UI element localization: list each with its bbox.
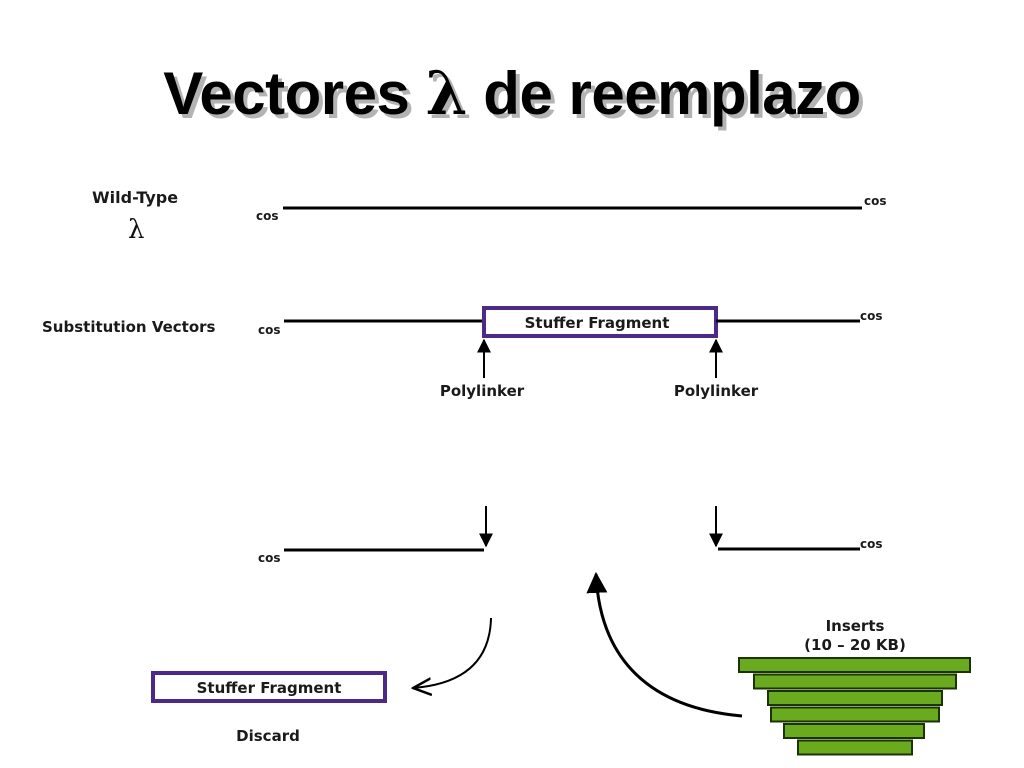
cut-cos-right: cos <box>860 537 883 551</box>
inserts-stack: Inserts (10 – 20 KB) <box>738 617 971 756</box>
insert-fragment-3 <box>767 690 943 706</box>
substitution-row: Substitution Vectors cos Stuffer Fragmen… <box>42 306 883 400</box>
cut-cos-left: cos <box>258 551 281 565</box>
insert-fragment-1 <box>738 657 971 673</box>
discard-curved-arrow <box>413 617 492 688</box>
inserts-label: Inserts <box>826 617 885 635</box>
substitution-cos-right: cos <box>860 309 883 323</box>
discard-stuffer-label: Stuffer Fragment <box>197 679 342 697</box>
wild-type-cos-left: cos <box>256 209 279 223</box>
discard-label: Discard <box>236 727 300 745</box>
page-title: Vectores λ de reemplazo Vectores λ de re… <box>163 59 865 133</box>
polylinker-right-label: Polylinker <box>674 382 759 400</box>
insert-fragment-4 <box>770 706 940 723</box>
wild-type-label: Wild-Type <box>92 188 178 207</box>
insert-fragment-5 <box>783 723 925 739</box>
svg-text:Vectores λ de reemplazo: Vectores λ de reemplazo <box>167 63 865 133</box>
wild-type-row: Wild-Type λ cos cos <box>92 188 887 245</box>
wild-type-cos-right: cos <box>864 194 887 208</box>
cut-arms-row: cos cos <box>258 506 883 565</box>
discard-stuffer-box <box>151 671 387 703</box>
polylinker-left-label: Polylinker <box>440 382 525 400</box>
discard-group: Stuffer Fragment Discard <box>151 671 387 745</box>
substitution-vectors-label: Substitution Vectors <box>42 318 216 336</box>
svg-text:Vectores λ de reemplazo: Vectores λ de reemplazo <box>163 59 861 129</box>
inserts-size-label: (10 – 20 KB) <box>804 636 906 654</box>
stuffer-fragment-label: Stuffer Fragment <box>525 314 670 332</box>
insert-curved-arrow <box>586 571 743 718</box>
substitution-cos-left: cos <box>258 323 281 337</box>
lambda-symbol: λ <box>128 215 144 245</box>
insert-fragment-2 <box>753 673 957 690</box>
insert-fragment-6 <box>797 739 913 756</box>
stuffer-fragment-box <box>482 306 718 338</box>
